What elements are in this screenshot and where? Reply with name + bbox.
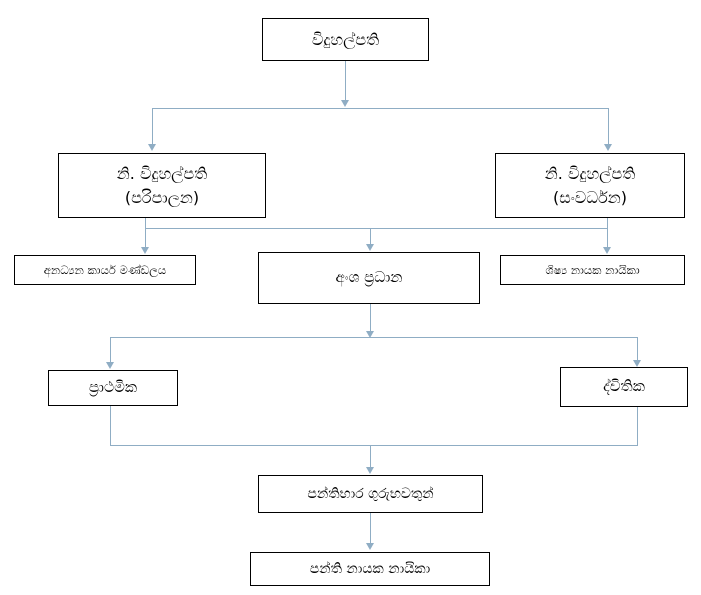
node-primary-section[interactable]: ප්‍රාථමික	[48, 370, 178, 406]
connector-to-non-academic-staff	[145, 228, 146, 248]
node-section-heads-label: අංශ ප්‍රධාන	[335, 268, 403, 287]
arrowhead-to-section-heads	[366, 244, 374, 251]
node-secondary-label: ද්විතික	[603, 377, 645, 396]
node-principal[interactable]: විදුහල්පති	[262, 18, 429, 61]
node-deputy-principal-development[interactable]: නි. විදුහල්පති (සංවර්ධන)	[495, 153, 685, 218]
connector-bus-level3	[110, 337, 638, 338]
connector-to-deputy-development	[608, 108, 609, 145]
node-deputy-admin-subtitle: (පරිපාලන)	[124, 187, 200, 207]
connector-deputy-admin-down	[145, 218, 146, 229]
node-primary-label: ප්‍රාථමික	[88, 378, 138, 397]
connector-to-class-leaders	[370, 513, 371, 544]
arrowhead-to-secondary	[633, 360, 641, 367]
arrowhead-to-primary	[106, 362, 114, 369]
node-section-heads[interactable]: අංශ ප්‍රධාන	[258, 252, 480, 304]
arrowhead-to-class-leaders	[366, 543, 374, 550]
arrowhead-principal-down	[341, 100, 349, 107]
node-secondary-section[interactable]: ද්විතික	[560, 367, 688, 407]
connector-bus-merge	[110, 445, 638, 446]
node-class-leaders-label: පන්ති නායක නායිකා	[309, 560, 431, 577]
node-class-teachers-label: පන්තිභාර ගුරුභවතුන්	[307, 485, 434, 502]
connector-primary-down	[110, 406, 111, 446]
arrowhead-to-student-leaders	[603, 247, 611, 254]
connector-principal-down	[345, 61, 346, 101]
node-class-leaders[interactable]: පන්ති නායක නායිකා	[250, 552, 490, 586]
arrowhead-to-class-teachers	[366, 467, 374, 474]
node-non-academic-staff-label: අනධ්‍යන කාර්ය මණ්ඩලය	[43, 262, 167, 277]
connector-bus-level2	[145, 228, 608, 229]
connector-to-secondary	[637, 337, 638, 361]
node-principal-label: විදුහල්පති	[311, 29, 380, 49]
node-non-academic-staff[interactable]: අනධ්‍යන කාර්ය මණ්ඩලය	[14, 255, 196, 285]
connector-to-primary	[110, 337, 111, 363]
arrowhead-section-heads-down	[366, 331, 374, 338]
node-student-leaders-label: ශිෂ්‍ය නායක නායිකා	[545, 262, 640, 277]
node-student-leaders[interactable]: ශිෂ්‍ය නායක නායිකා	[500, 255, 685, 285]
connector-section-heads-down	[370, 304, 371, 332]
connector-deputy-development-down	[607, 218, 608, 229]
arrowhead-to-non-academic-staff	[141, 247, 149, 254]
connector-secondary-down	[637, 407, 638, 446]
connector-to-deputy-admin	[152, 108, 153, 145]
node-deputy-admin-title: නි. විදුහල්පති	[116, 164, 208, 184]
connector-bus-deputies	[152, 108, 609, 109]
connector-to-section-heads	[370, 228, 371, 245]
node-class-teachers[interactable]: පන්තිභාර ගුරුභවතුන්	[258, 475, 483, 513]
connector-to-class-teachers	[370, 445, 371, 468]
arrowhead-to-deputy-development	[604, 144, 612, 151]
node-deputy-principal-administration[interactable]: නි. විදුහල්පති (පරිපාලන)	[58, 153, 266, 218]
arrowhead-to-deputy-admin	[148, 144, 156, 151]
connector-to-student-leaders	[607, 228, 608, 248]
node-deputy-development-title: නි. විදුහල්පති	[544, 164, 636, 184]
node-deputy-development-subtitle: (සංවර්ධන)	[552, 187, 628, 207]
